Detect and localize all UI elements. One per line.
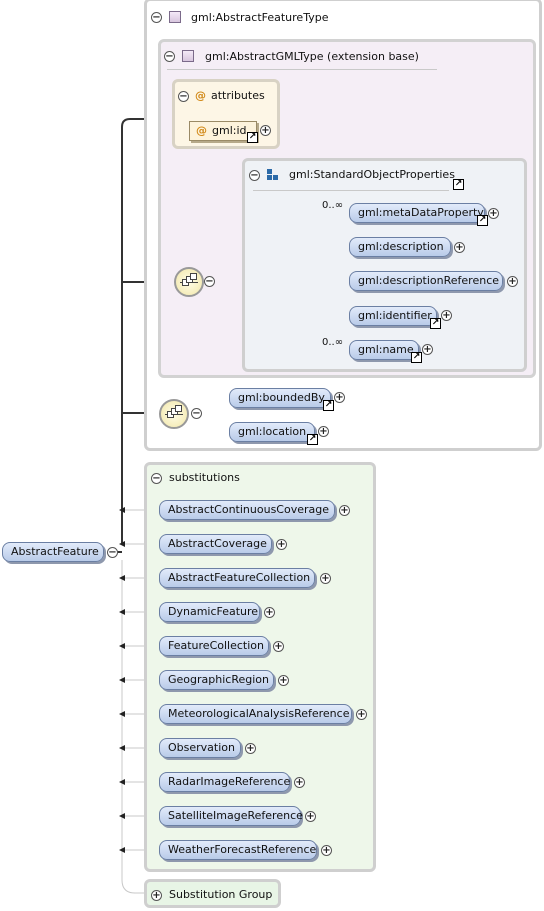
element-label: gml:metaDataProperty: [358, 206, 484, 219]
expand-icon[interactable]: [294, 777, 305, 788]
element-gml-description[interactable]: gml:description: [349, 237, 451, 257]
substitution-abstractfeaturecollection[interactable]: AbstractFeatureCollection: [159, 568, 315, 588]
attributes-title: @ attributes: [195, 89, 265, 102]
group-separator: [253, 190, 449, 191]
element-gml-metadataproperty[interactable]: gml:metaDataProperty: [349, 203, 485, 223]
attribute-icon: @: [195, 89, 206, 102]
sequence-icon: [174, 267, 204, 297]
element-label: gml:location: [238, 425, 307, 438]
occurrence-label: 0..∞: [322, 200, 344, 211]
collapse-icon[interactable]: [191, 408, 202, 419]
group-title: gml:StandardObjectProperties: [289, 168, 455, 181]
element-label: DynamicFeature: [168, 605, 259, 618]
expand-icon[interactable]: [507, 276, 518, 287]
attribute-icon: @: [196, 124, 207, 137]
element-gml-identifier[interactable]: gml:identifier: [349, 306, 437, 326]
attributes-title-label: attributes: [211, 89, 265, 102]
element-label: AbstractFeatureCollection: [168, 571, 311, 584]
element-label: SatelliteImageReference: [168, 809, 303, 822]
element-label: AbstractContinuousCoverage: [168, 503, 330, 516]
group-title: substitutions: [169, 471, 240, 484]
expand-icon[interactable]: [260, 125, 271, 136]
reference-arrow-icon[interactable]: [430, 318, 441, 329]
element-label: GeographicRegion: [168, 673, 269, 686]
element-gml-boundedby[interactable]: gml:boundedBy: [229, 388, 331, 408]
expand-icon[interactable]: [245, 743, 256, 754]
expand-icon[interactable]: [264, 607, 275, 618]
element-gml-name[interactable]: gml:name: [349, 340, 419, 360]
reference-arrow-icon[interactable]: [453, 179, 464, 190]
expand-icon[interactable]: [318, 426, 329, 437]
substitution-radarimagereference[interactable]: RadarImageReference: [159, 772, 290, 792]
expand-icon[interactable]: [356, 709, 367, 720]
standard-object-properties-group: gml:StandardObjectProperties: [242, 158, 527, 372]
element-label: AbstractCoverage: [168, 537, 267, 550]
expand-icon[interactable]: [422, 344, 433, 355]
attributes-group: @ attributes @ gml:id: [172, 79, 280, 149]
element-label: gml:name: [358, 343, 414, 356]
substitution-featurecollection[interactable]: FeatureCollection: [159, 636, 269, 656]
expand-icon[interactable]: [454, 242, 465, 253]
element-label: gml:identifier: [358, 309, 432, 322]
collapse-icon[interactable]: [151, 473, 162, 484]
group-icon: [267, 169, 279, 181]
element-label: MeteorologicalAnalysisReference: [168, 707, 350, 720]
expand-icon[interactable]: [305, 811, 316, 822]
substitution-meteorologicalanalysisreference[interactable]: MeteorologicalAnalysisReference: [159, 704, 352, 724]
reference-arrow-icon[interactable]: [477, 215, 488, 226]
expand-icon[interactable]: [339, 505, 350, 516]
attribute-label: gml:id: [212, 124, 247, 137]
element-label: FeatureCollection: [168, 639, 264, 652]
group-title: gml:AbstractGMLType (extension base): [205, 50, 419, 63]
substitution-abstractcoverage[interactable]: AbstractCoverage: [159, 534, 272, 554]
reference-arrow-icon[interactable]: [247, 132, 258, 143]
occurrence-label: 0..∞: [322, 337, 344, 348]
expand-icon[interactable]: [278, 675, 289, 686]
element-label: AbstractFeature: [11, 545, 99, 558]
reference-arrow-icon[interactable]: [323, 400, 334, 411]
expand-icon[interactable]: [273, 641, 284, 652]
expand-icon[interactable]: [334, 392, 345, 403]
attribute-gml-id[interactable]: @ gml:id: [189, 121, 257, 141]
substitution-group[interactable]: Substitution Group: [144, 879, 281, 908]
substitution-geographicregion[interactable]: GeographicRegion: [159, 670, 274, 690]
element-label: gml:boundedBy: [238, 391, 325, 404]
group-separator: [167, 69, 437, 70]
group-title: gml:AbstractFeatureType: [191, 11, 329, 24]
substitutions-group: substitutions: [144, 462, 376, 872]
collapse-icon[interactable]: [164, 51, 175, 62]
element-label: Observation: [168, 741, 235, 754]
element-label: RadarImageReference: [168, 775, 291, 788]
substitution-weatherforecastreference[interactable]: WeatherForecastReference: [159, 840, 317, 860]
expand-icon[interactable]: [151, 890, 162, 901]
element-gml-descriptionreference[interactable]: gml:descriptionReference: [349, 271, 503, 291]
expand-icon[interactable]: [320, 573, 331, 584]
expand-icon[interactable]: [321, 845, 332, 856]
element-gml-location[interactable]: gml:location: [229, 422, 315, 442]
collapse-icon[interactable]: [249, 170, 260, 181]
element-label: gml:description: [358, 240, 444, 253]
expand-icon[interactable]: [441, 310, 452, 321]
collapse-icon[interactable]: [107, 547, 118, 558]
collapse-icon[interactable]: [204, 276, 215, 287]
substitution-abstractcontinuouscoverage[interactable]: AbstractContinuousCoverage: [159, 500, 335, 520]
collapse-icon[interactable]: [178, 91, 189, 102]
sequence-icon: [159, 399, 189, 429]
reference-arrow-icon[interactable]: [411, 352, 422, 363]
expand-icon[interactable]: [488, 208, 499, 219]
root-element-abstractfeature[interactable]: AbstractFeature: [2, 542, 104, 562]
complex-type-icon: [169, 11, 181, 23]
reference-arrow-icon[interactable]: [307, 434, 318, 445]
element-label: WeatherForecastReference: [168, 843, 317, 856]
substitution-satelliteimagereference[interactable]: SatelliteImageReference: [159, 806, 303, 826]
element-label: gml:descriptionReference: [358, 274, 500, 287]
collapse-icon[interactable]: [151, 12, 162, 23]
group-title: Substitution Group: [169, 888, 273, 901]
substitution-observation[interactable]: Observation: [159, 738, 241, 758]
expand-icon[interactable]: [276, 539, 287, 550]
complex-type-icon: [182, 50, 194, 62]
substitution-dynamicfeature[interactable]: DynamicFeature: [159, 602, 260, 622]
